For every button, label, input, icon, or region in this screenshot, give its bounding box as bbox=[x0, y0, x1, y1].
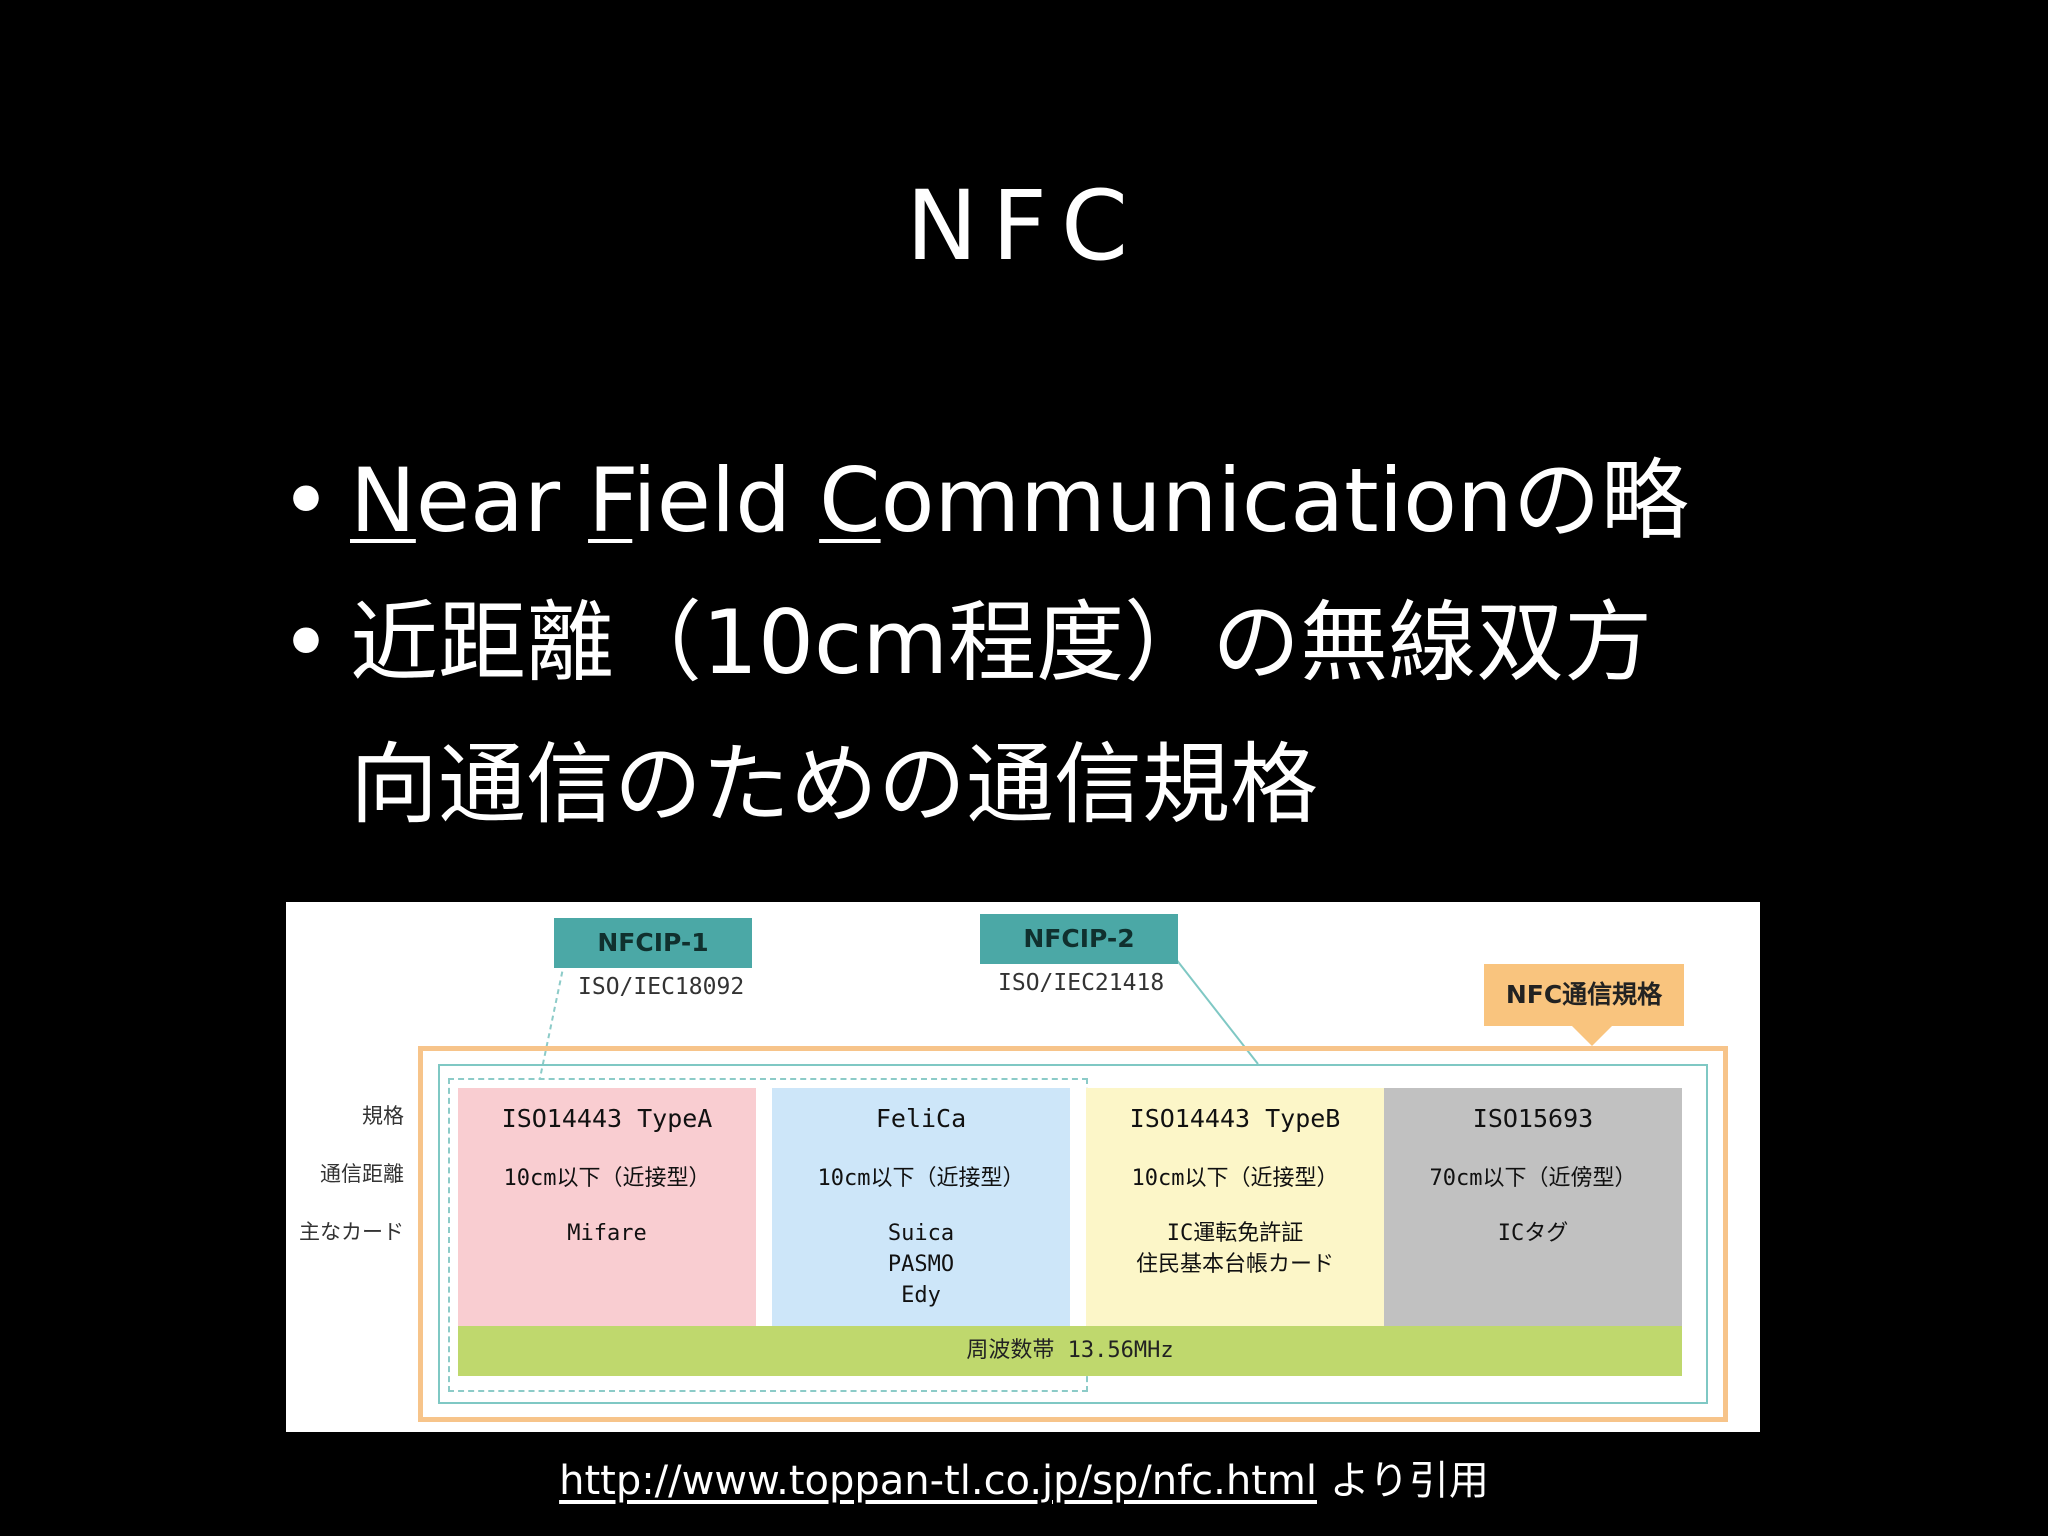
column-cards: ICタグ bbox=[1384, 1218, 1682, 1249]
card-name: ICタグ bbox=[1497, 1221, 1569, 1246]
nfcip2-iso-label: ISO/IEC21418 bbox=[998, 970, 1165, 996]
bullet-dot-icon: • bbox=[280, 449, 332, 552]
connector-lines bbox=[539, 953, 1259, 1079]
bullet-line-2: 向通信のための通信規格 bbox=[350, 733, 1319, 836]
column-cards: Suica PASMO Edy bbox=[772, 1218, 1070, 1311]
word-field: ield bbox=[632, 449, 820, 552]
slide-title: NFC bbox=[905, 170, 1143, 282]
column-distance: 10cm以下（近接型） bbox=[1131, 1166, 1339, 1191]
column-standard: ISO14443 TypeA bbox=[501, 1104, 713, 1133]
column-distance: 10cm以下（近接型） bbox=[817, 1166, 1025, 1191]
card-name: PASMO bbox=[887, 1252, 955, 1277]
column-felica: FeliCa 10cm以下（近接型） Suica PASMO Edy bbox=[772, 1088, 1070, 1326]
column-standard: ISO14443 TypeB bbox=[1129, 1104, 1341, 1133]
bullet-list: • Near Field Communicationの略 • 近距離（10cm程… bbox=[280, 430, 1840, 856]
word-near: ear bbox=[415, 449, 589, 552]
row-labels: 規格 通信距離 主なカード bbox=[286, 1100, 404, 1274]
column-distance: 10cm以下（近接型） bbox=[503, 1166, 711, 1191]
card-name: Suica bbox=[887, 1221, 955, 1246]
card-name: IC運転免許証 bbox=[1166, 1221, 1304, 1246]
nfcip1-iso-label: ISO/IEC18092 bbox=[578, 974, 745, 1000]
nfcip1-tag: NFCIP-1 bbox=[554, 918, 752, 968]
column-iso15693: ISO15693 70cm以下（近傍型） ICタグ bbox=[1384, 1088, 1682, 1326]
nfcip2-frame bbox=[438, 1064, 1708, 1404]
bullet-item: • Near Field Communicationの略 bbox=[280, 430, 1840, 572]
column-distance: 70cm以下（近傍型） bbox=[1429, 1166, 1637, 1191]
bullet-line-1: 近距離（10cm程度）の無線双方 bbox=[350, 591, 1653, 694]
nfc-standards-diagram: NFCIP-1 ISO/IEC18092 NFCIP-2 ISO/IEC2141… bbox=[286, 902, 1760, 1432]
acronym-letter-f: F bbox=[588, 449, 633, 552]
column-standard: FeliCa bbox=[875, 1104, 967, 1133]
column-cards: IC運転免許証 住民基本台帳カード bbox=[1086, 1218, 1384, 1280]
bullet-text: 近距離（10cm程度）の無線双方 向通信のための通信規格 bbox=[350, 572, 1840, 856]
column-cards: Mifare bbox=[458, 1218, 756, 1249]
card-name: Mifare bbox=[567, 1221, 647, 1246]
bullet-text: Near Field Communicationの略 bbox=[350, 430, 1840, 572]
bullet-dot-icon: • bbox=[280, 591, 332, 694]
card-name: 住民基本台帳カード bbox=[1135, 1252, 1334, 1277]
source-citation: http://www.toppan-tl.co.jp/sp/nfc.html よ… bbox=[0, 1448, 2048, 1506]
column-standard: ISO15693 bbox=[1472, 1104, 1594, 1133]
row-label-standard: 規格 bbox=[362, 1104, 404, 1128]
row-label-cards: 主なカード bbox=[299, 1220, 404, 1244]
card-name: Edy bbox=[901, 1283, 941, 1308]
acronym-letter-c: C bbox=[819, 449, 881, 552]
nfc-standard-callout: NFC通信規格 bbox=[1484, 964, 1684, 1046]
column-iso14443-typea: ISO14443 TypeA 10cm以下（近接型） Mifare bbox=[458, 1088, 756, 1326]
nfcip2-tag: NFCIP-2 bbox=[980, 914, 1178, 964]
source-link[interactable]: http://www.toppan-tl.co.jp/sp/nfc.html bbox=[559, 1458, 1317, 1504]
acronym-letter-n: N bbox=[350, 449, 416, 552]
row-label-distance: 通信距離 bbox=[320, 1162, 404, 1186]
nfc-standard-frame bbox=[418, 1046, 1728, 1422]
column-iso14443-typeb: ISO14443 TypeB 10cm以下（近接型） IC運転免許証 住民基本台… bbox=[1086, 1088, 1384, 1326]
frequency-band-bar: 周波数帯 13.56MHz bbox=[458, 1326, 1682, 1376]
bullet-item: • 近距離（10cm程度）の無線双方 向通信のための通信規格 bbox=[280, 572, 1840, 856]
source-suffix: より引用 bbox=[1316, 1458, 1489, 1504]
word-communication: ommunicationの略 bbox=[880, 449, 1689, 552]
